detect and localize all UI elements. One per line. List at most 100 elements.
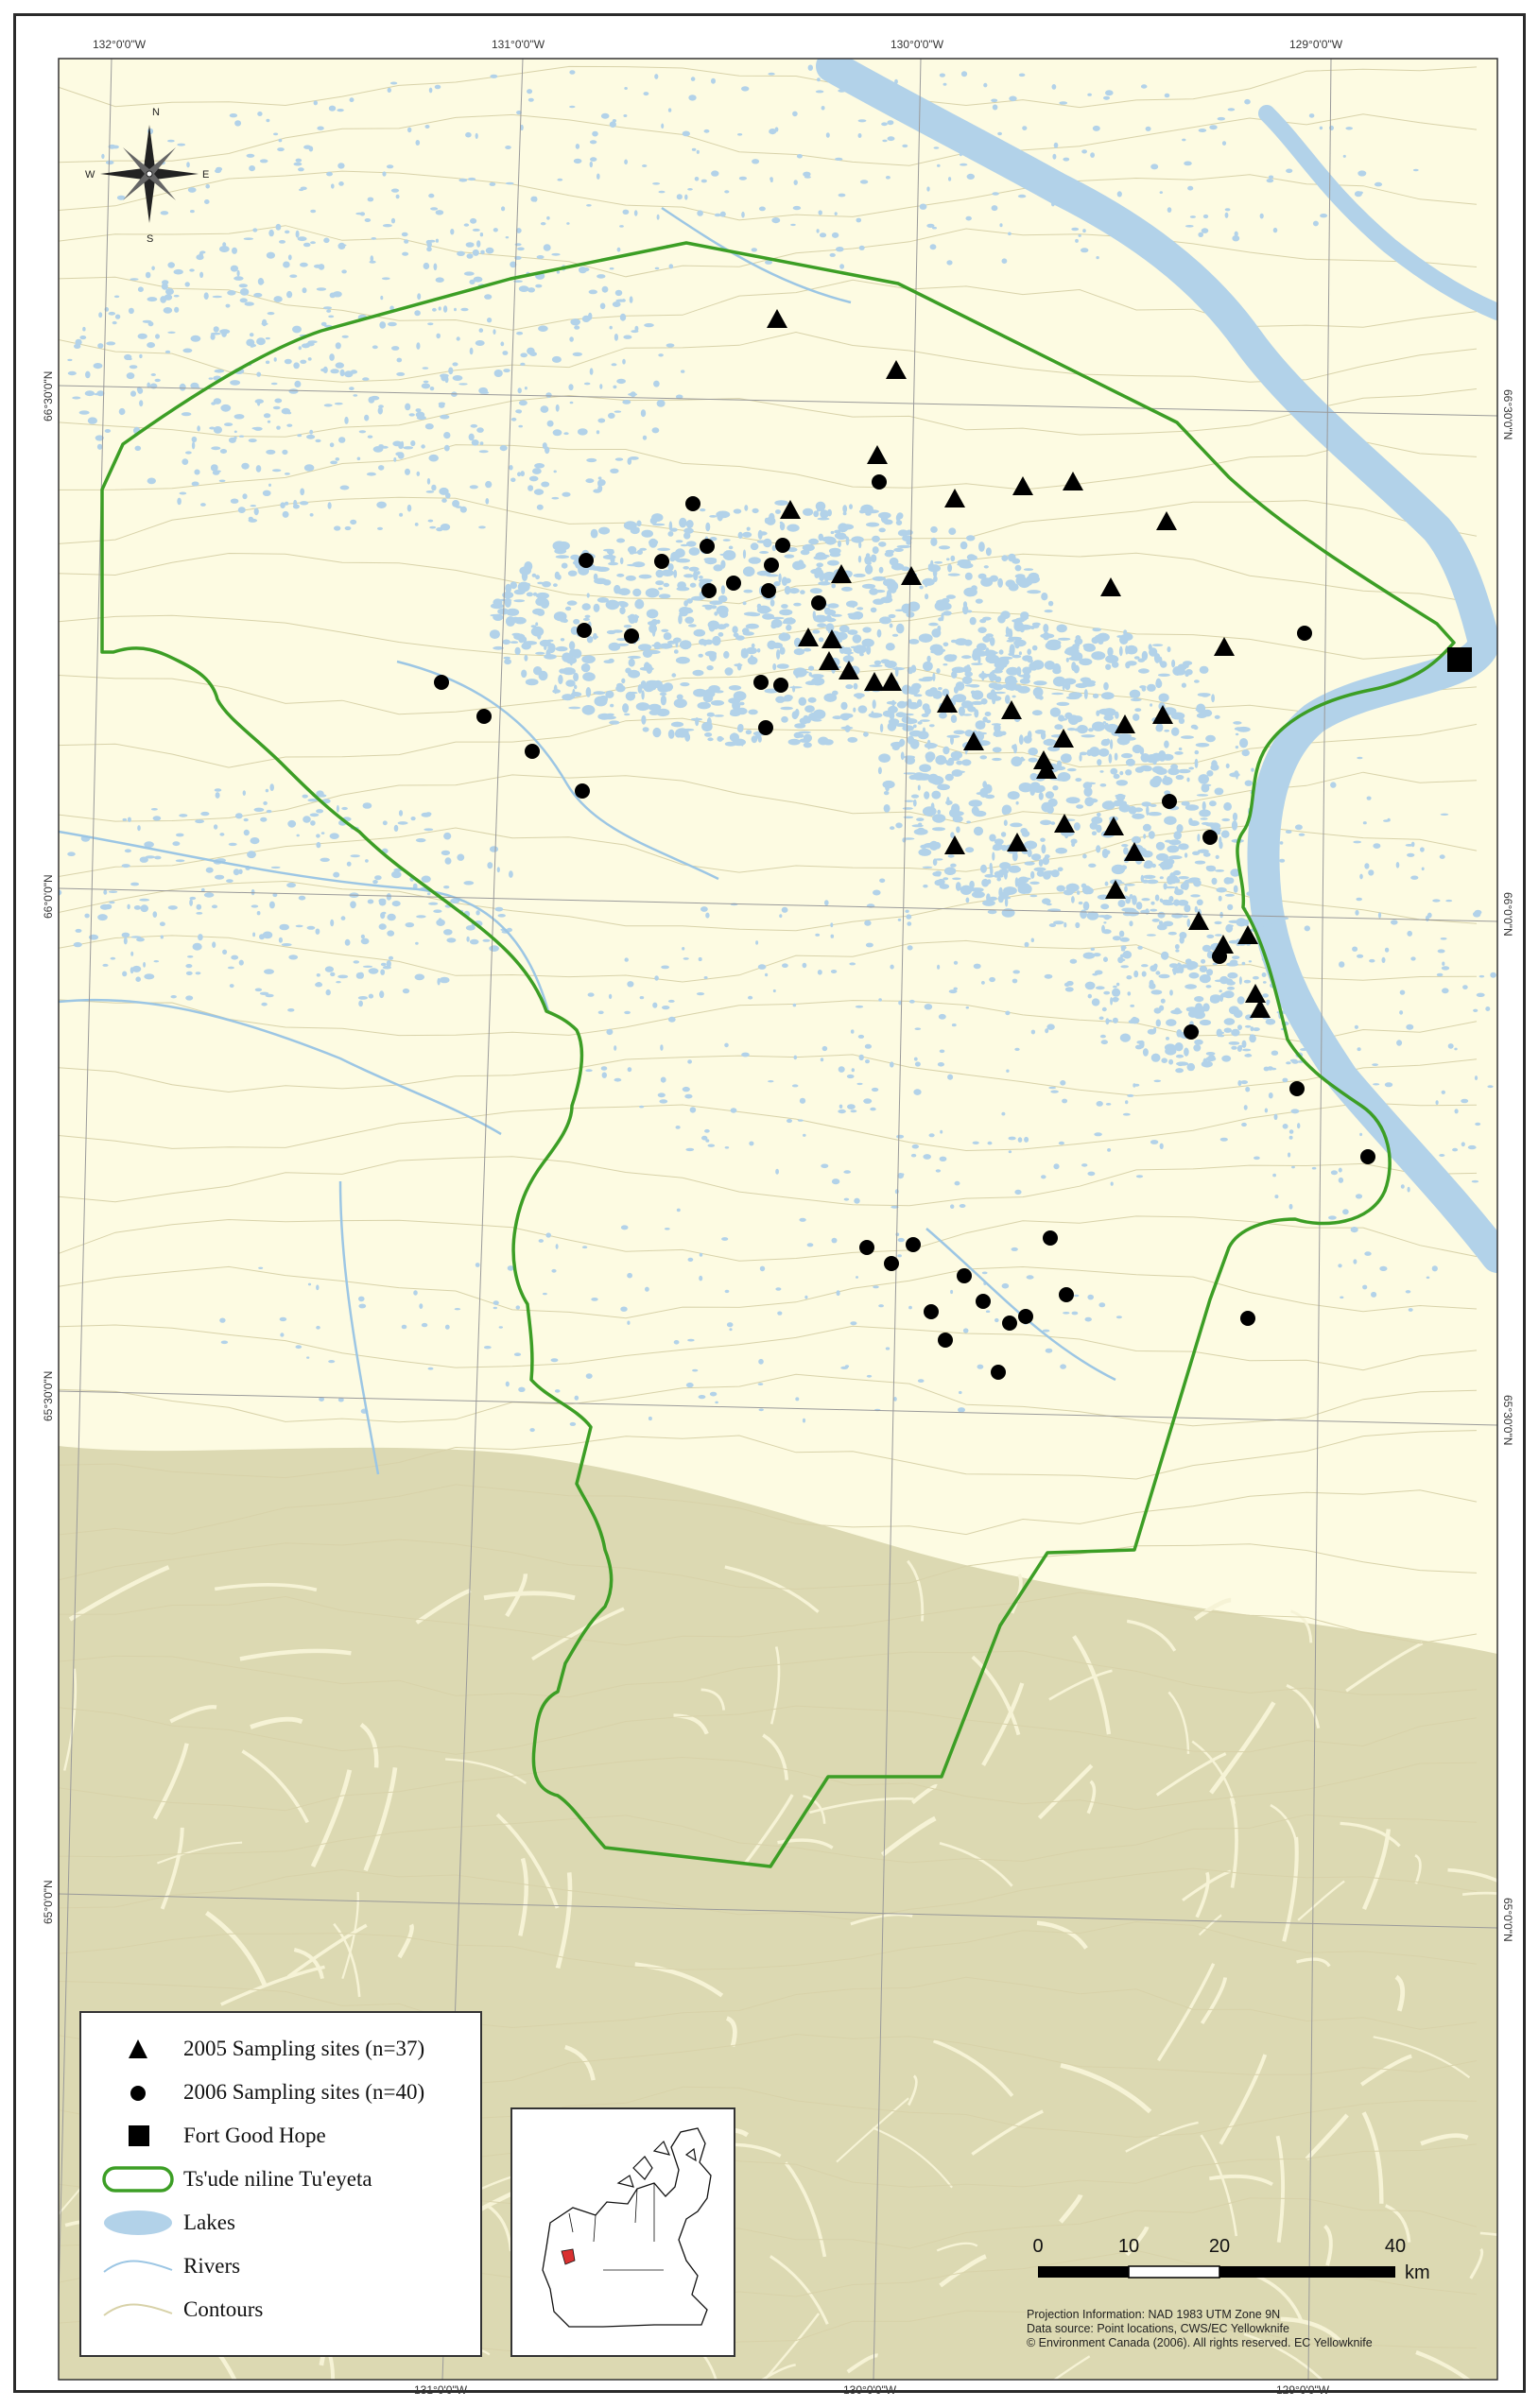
lake [879,878,886,884]
lake [1355,909,1359,916]
lake [1158,973,1170,979]
lake [1223,1018,1236,1025]
lake [947,573,960,576]
lake [1373,1083,1380,1086]
lake [227,966,234,970]
lake [782,963,788,968]
lake [313,100,318,106]
lake [831,613,842,617]
lake [894,78,898,84]
lake [778,573,782,583]
lake [1000,832,1007,837]
lake [1158,693,1169,702]
lake [1215,934,1222,937]
lake [238,435,245,438]
lake [586,457,597,463]
lake [928,1133,935,1138]
lake [160,935,164,939]
lake [292,325,302,334]
lake [425,812,432,817]
lake [1396,1040,1403,1046]
lake [1420,847,1425,852]
lake [1439,854,1445,859]
lake [975,720,986,730]
lake [820,1058,824,1062]
lake [1056,885,1065,892]
lake [1357,1109,1362,1116]
site-2005-marker [1100,577,1121,596]
lake [597,597,610,603]
lake [1045,1348,1053,1353]
contour-line [59,999,1478,1043]
lake [1014,1047,1020,1051]
lake [920,719,930,722]
lake [441,850,451,856]
contour-line [59,1215,1478,1262]
lake [344,370,354,378]
lake [838,193,846,198]
lake [956,760,963,765]
lake [883,519,893,525]
lake [1042,898,1051,904]
lake [510,261,517,268]
lake [1041,593,1048,601]
lake [1277,943,1285,948]
lake [585,687,592,697]
lake [966,554,977,561]
tick-left-6630n: 66°30'0"N [42,370,55,421]
lake [810,674,824,679]
lake [1251,767,1254,772]
lake [1175,1068,1184,1074]
lake [404,239,409,244]
lake [1236,918,1247,927]
lake [476,427,484,433]
lake [124,849,131,853]
lake [213,426,222,434]
lake [1181,682,1186,688]
lake [562,694,574,701]
lake [936,599,949,606]
lake [992,104,998,111]
lake [1330,782,1337,788]
lake [831,232,839,238]
lake [527,485,534,491]
lake [518,1386,526,1393]
mountain-valley [310,1769,353,1868]
lake [97,914,108,921]
river-icon [103,2260,173,2273]
lake [1383,819,1390,822]
lake [646,609,659,619]
site-2006-marker [701,583,717,598]
lake [1075,238,1079,243]
lake [687,1059,692,1064]
lake [615,684,626,693]
lake [97,343,104,349]
mountain-valley [850,1913,913,1926]
lake [594,696,608,707]
lake [1188,766,1195,770]
lake [1282,973,1293,978]
lake [1444,1195,1451,1202]
lake [705,522,711,532]
lake [768,1080,774,1083]
lake [659,1099,668,1104]
lake [505,583,512,593]
lake [1240,1080,1248,1085]
lake [895,520,903,525]
lake [703,688,716,698]
lake [1031,622,1041,627]
lake [279,1316,287,1322]
lake [502,639,510,645]
lake [945,800,953,805]
lake [273,132,279,136]
lake [360,934,365,939]
lake [905,756,916,765]
lake [514,243,522,247]
lake [1445,899,1453,903]
lake [72,396,81,400]
lake [800,671,809,674]
lake [978,542,985,552]
lake [277,147,285,152]
lake [372,880,378,885]
lake [748,612,761,617]
